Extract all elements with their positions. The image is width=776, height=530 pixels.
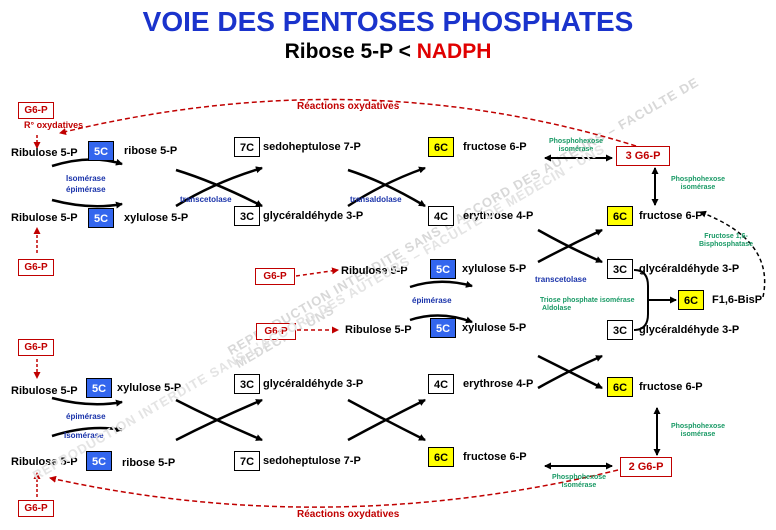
g6p-box-left2: G6-P (18, 339, 54, 356)
erythrose4p-label: erythrose 4-P (463, 210, 534, 222)
carbon-box: 4C (428, 206, 454, 226)
phosphohexose-isomerase-label: Phosphohexose isomérase (548, 138, 604, 153)
carbon-box: 4C (428, 374, 454, 394)
phosphohexose-isomerase-label: Phosphohexose isomérase (670, 423, 726, 438)
epimerase-label: épimérase (66, 412, 106, 421)
carbon-box: 5C (430, 259, 456, 279)
g6p-box-mid2: G6-P (256, 323, 296, 340)
g6p-box-bottom: G6-P (18, 500, 54, 517)
ox-abbrev-label: R° oxydatives (24, 120, 84, 130)
carbon-box: 5C (88, 141, 114, 161)
epimerase-label: épimérase (66, 185, 106, 194)
fructose6p-label: fructose 6-P (639, 381, 703, 393)
carbon-box: 3C (607, 320, 633, 340)
transaldolase-label: transaldolase (350, 195, 402, 204)
transcetolase-label: transcetolase (535, 275, 587, 284)
xylulose5p-label: xylulose 5-P (462, 322, 527, 334)
ribose5p-label: ribose 5-P (124, 145, 178, 157)
aldolase-label: Aldolase (542, 305, 572, 312)
oxidative-arc-bottom (49, 469, 619, 508)
nadph-highlight: NADPH (416, 40, 492, 63)
oxidative-label-bottom: Réactions oxydatives (297, 509, 400, 520)
sedoheptulose7p-label: sedoheptulose 7-P (263, 141, 361, 153)
gald3p-label: glycéraldéhyde 3-P (639, 324, 740, 336)
carbon-box: 6C (678, 290, 704, 310)
g6p-box-mid1: G6-P (255, 268, 295, 285)
carbon-box: 5C (86, 451, 112, 471)
phosphohexose-isomerase-label: Phosphohexose isomérase (670, 176, 726, 191)
ribulose5p-label: Ribulose 5-P (11, 456, 78, 468)
f16bisp-label: F1,6-BisP (712, 294, 763, 306)
carbon-box: 5C (430, 318, 456, 338)
ribulose5p-label: Ribulose 5-P (341, 265, 408, 277)
page-subtitle: Ribose 5-P < NADPH (284, 40, 492, 63)
phosphohexose-isomerase-label: Phosphohexose isomérase (551, 474, 607, 489)
page-title: VOIE DES PENTOSES PHOSPHATES (142, 6, 634, 37)
carbon-box: 3C (607, 259, 633, 279)
gald3p-label: glycéraldéhyde 3-P (263, 378, 364, 390)
g6p-arrow-mid1 (295, 267, 339, 277)
sedoheptulose7p-label: sedoheptulose 7-P (263, 455, 361, 467)
bisphosphatase-curve (699, 210, 766, 298)
erythrose4p-label: erythrose 4-P (463, 378, 534, 390)
xylulose5p-label: xylulose 5-P (124, 212, 189, 224)
three-g6p-box: 3 G6-P (616, 146, 670, 166)
ribulose5p-label: Ribulose 5-P (11, 147, 78, 159)
ribulose5p-label: Ribulose 5-P (11, 212, 78, 224)
carbon-box: 5C (88, 208, 114, 228)
fructose6p-label: fructose 6-P (463, 451, 527, 463)
carbon-box: 6C (428, 137, 454, 157)
carbon-box: 6C (607, 206, 633, 226)
triose-isomerase-label: Triose phosphate isomérase (540, 297, 635, 304)
oxidative-label-top: Réactions oxydatives (297, 101, 400, 112)
gald3p-label: glycéraldéhyde 3-P (639, 263, 740, 275)
carbon-box: 3C (234, 374, 260, 394)
carbon-box: 6C (428, 447, 454, 467)
epimerase-label: épimérase (412, 296, 452, 305)
carbon-box: 7C (234, 451, 260, 471)
ribulose5p-label: Ribulose 5-P (345, 324, 412, 336)
ribose5p-label: ribose 5-P (122, 457, 176, 469)
g6p-box-left1: G6-P (18, 259, 54, 276)
gald3p-label: glycéraldéhyde 3-P (263, 210, 364, 222)
fructose6p-label: fructose 6-P (463, 141, 527, 153)
oxidative-arc-top (59, 98, 637, 147)
isomerase-label: Isomérase (66, 174, 106, 183)
fructose6p-label: fructose 6-P (639, 210, 703, 222)
two-g6p-box: 2 G6-P (620, 457, 672, 477)
transcetolase-label: transcetolase (180, 195, 232, 204)
carbon-box: 6C (607, 377, 633, 397)
ribulose5p-label: Ribulose 5-P (11, 385, 78, 397)
bisphosphatase-label: Fructose 1,6-Bisphosphatase (698, 233, 754, 248)
carbon-box: 3C (234, 206, 260, 226)
xylulose5p-label: xylulose 5-P (462, 263, 527, 275)
xylulose5p-label: xylulose 5-P (117, 382, 182, 394)
isomerase-label: Isomérase (64, 431, 104, 440)
g6p-box-top: G6-P (18, 102, 54, 119)
carbon-box: 7C (234, 137, 260, 157)
carbon-box: 5C (86, 378, 112, 398)
